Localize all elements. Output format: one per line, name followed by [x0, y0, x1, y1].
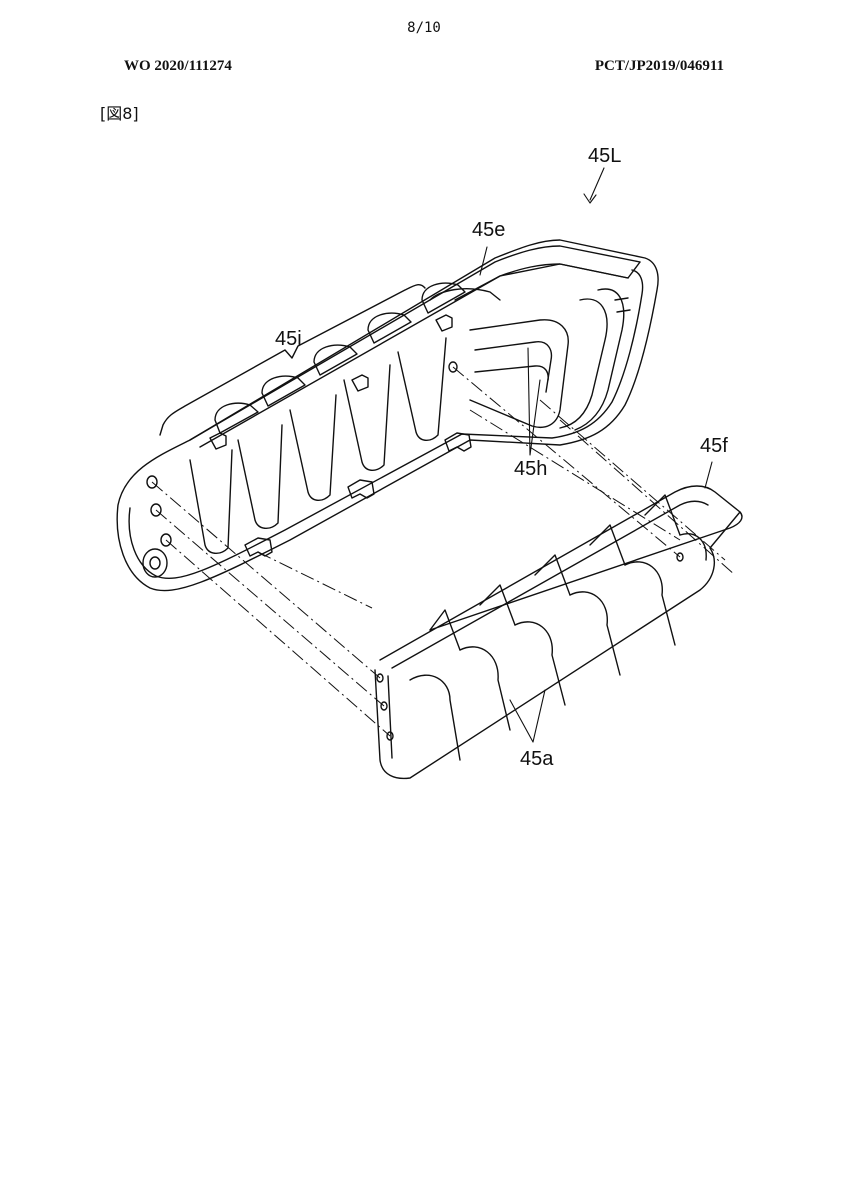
publication-number: WO 2020/111274 — [124, 58, 232, 74]
ref-label-45e: 45e — [472, 219, 505, 241]
louver-ribs-45i — [214, 282, 466, 434]
ref-label-45i: 45i — [275, 328, 302, 350]
ref-label-45h: 45h — [514, 458, 547, 480]
mounting-tabs — [142, 314, 472, 578]
application-number: PCT/JP2019/046911 — [594, 58, 724, 74]
page-number: 8/10 — [407, 20, 441, 36]
ref-label-45L: 45L — [588, 145, 621, 167]
assembly-lines — [151, 366, 736, 737]
bracket-45i — [159, 283, 426, 436]
louver-panels — [189, 337, 447, 554]
upper-housing — [116, 239, 659, 592]
ref-label-45a: 45a — [520, 748, 554, 770]
side-openings-45h — [469, 288, 631, 431]
leader-lines — [479, 167, 713, 743]
lower-insert — [374, 485, 743, 780]
figure-label: [図8] — [100, 104, 139, 123]
ref-label-45f: 45f — [700, 435, 728, 457]
